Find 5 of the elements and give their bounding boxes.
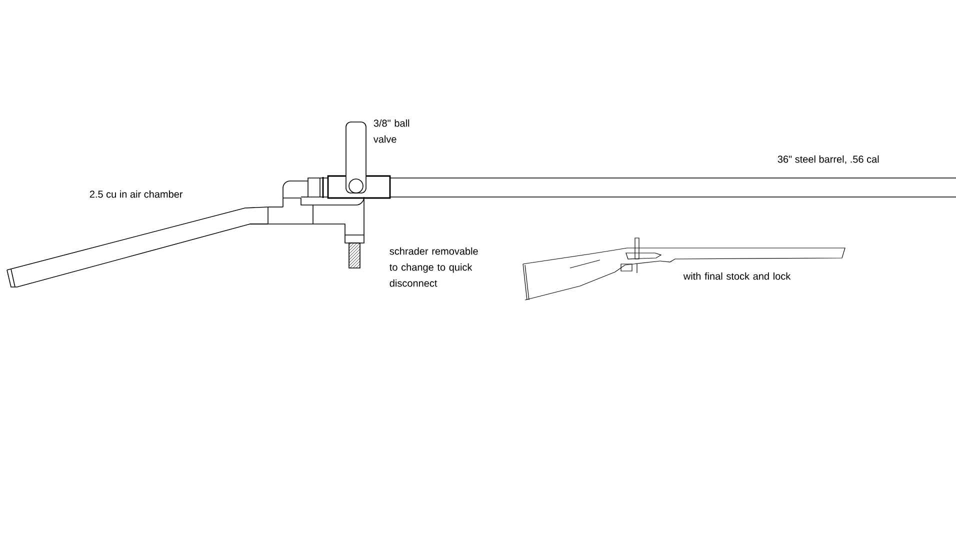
part-label: with final stock and lock xyxy=(683,272,791,280)
part-label: schrader removable to change to quick disconnect xyxy=(390,247,478,287)
part-label: 3/8" ball valve xyxy=(373,119,410,143)
part-label: 36" steel barrel, .56 cal xyxy=(778,155,879,164)
part-label: 2.5 cu in air chamber xyxy=(90,190,183,198)
